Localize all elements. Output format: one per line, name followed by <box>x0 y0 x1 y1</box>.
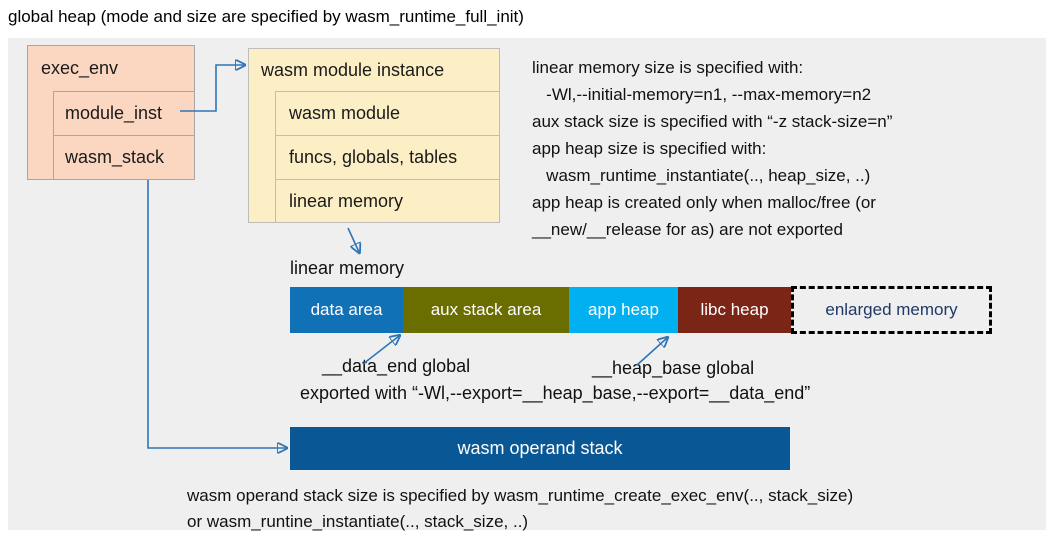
linear-memory-field-label: linear memory <box>289 190 404 211</box>
notes-bottom: wasm operand stack size is specified by … <box>187 483 853 535</box>
module-instance-label: wasm module instance <box>261 59 445 80</box>
notes-right: linear memory size is specified with: -W… <box>532 54 892 243</box>
segment-app-heap: app heap <box>569 287 678 333</box>
wasm-module-label: wasm module <box>289 103 401 123</box>
wasm-operand-stack-bar: wasm operand stack <box>290 427 790 470</box>
wasm-operand-stack-label: wasm operand stack <box>457 438 623 458</box>
note-line: app heap is created only when malloc/fre… <box>532 193 876 212</box>
note-line: linear memory size is specified with: <box>532 58 804 77</box>
exec-env-label: exec_env <box>41 58 119 78</box>
segment-app-heap-label: app heap <box>588 300 659 319</box>
exported-with-label: exported with “-Wl,--export=__heap_base,… <box>300 383 811 403</box>
note-line: app heap size is specified with: <box>532 139 767 158</box>
data-end-global-label: __data_end global <box>322 356 471 376</box>
funcs-globals-tables-label: funcs, globals, tables <box>289 147 458 167</box>
segment-enlarged-memory-label: enlarged memory <box>825 300 958 319</box>
wasm-stack-field: wasm_stack <box>53 135 195 180</box>
segment-aux-stack-area: aux stack area <box>403 287 569 333</box>
note-line: or wasm_runtine_instantiate(.., stack_si… <box>187 512 529 531</box>
exec-env-box: exec_env module_inst wasm_stack <box>27 45 195 180</box>
linear-memory-field: linear memory <box>275 179 500 223</box>
note-line: -Wl,--initial-memory=n1, --max-memory=n2 <box>532 85 872 104</box>
linear-memory-bar-label: linear memory <box>290 258 405 278</box>
segment-data-area-label: data area <box>310 300 383 319</box>
module-inst-field: module_inst <box>53 91 195 136</box>
wasm-stack-label: wasm_stack <box>65 147 165 167</box>
segment-data-area: data area <box>290 287 403 333</box>
segment-enlarged-memory: enlarged memory <box>791 286 992 334</box>
note-line: aux stack size is specified with “-z sta… <box>532 112 893 131</box>
funcs-globals-tables-field: funcs, globals, tables <box>275 135 500 180</box>
segment-libc-heap-label: libc heap <box>700 300 769 319</box>
wasm-module-field: wasm module <box>275 91 500 136</box>
diagram-title: global heap (mode and size are specified… <box>8 7 524 26</box>
segment-aux-stack-area-label: aux stack area <box>430 300 542 319</box>
note-line: wasm operand stack size is specified by … <box>187 486 854 505</box>
heap-base-global-label: __heap_base global <box>592 358 755 378</box>
note-line: wasm_runtime_instantiate(.., heap_size, … <box>532 166 871 185</box>
segment-libc-heap: libc heap <box>678 287 791 333</box>
module-inst-label: module_inst <box>65 103 163 123</box>
module-instance-box: wasm module instance wasm module funcs, … <box>248 48 500 223</box>
note-line: __new/__release for as) are not exported <box>532 220 843 239</box>
